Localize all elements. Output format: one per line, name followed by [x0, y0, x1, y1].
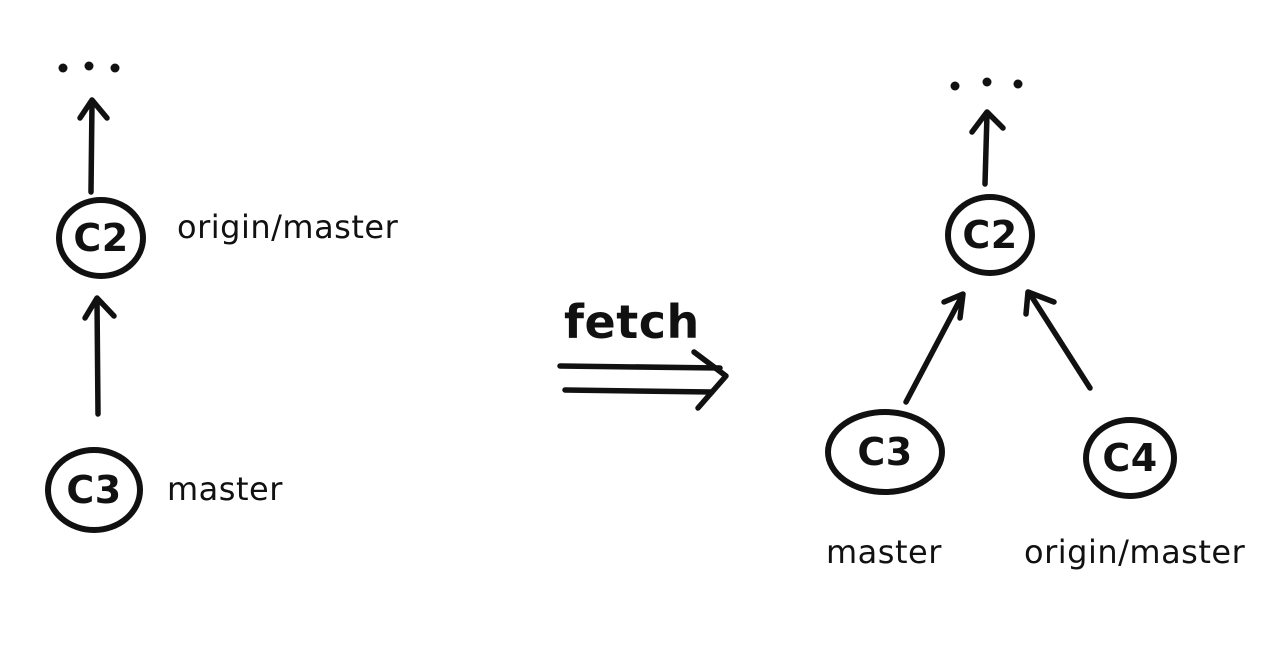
fetch-operation: fetch [557, 295, 729, 411]
before-label-origin-master: origin/master [177, 208, 399, 246]
after-label-origin-master: origin/master [1024, 533, 1246, 571]
before-node-c2-id: C2 [73, 216, 128, 260]
fetch-double-arrow [557, 349, 729, 411]
before-node-c3-id: C3 [66, 468, 121, 512]
after-node-c3: C3 [825, 409, 945, 495]
before-ellipsis [58, 61, 120, 73]
after-node-c4-id: C4 [1102, 436, 1157, 480]
fetch-label: fetch [564, 295, 700, 349]
after-arrow-c4-to-c2 [1023, 289, 1093, 391]
after-arrow-c2-to-parent [969, 109, 1006, 187]
after-node-c2-id: C2 [962, 213, 1017, 257]
after-label-master: master [826, 533, 942, 571]
after-arrow-c3-to-c2 [903, 291, 966, 405]
after-node-c4: C4 [1083, 417, 1177, 499]
after-node-c2: C2 [945, 194, 1035, 276]
after-node-c3-id: C3 [857, 430, 912, 474]
before-graph: C2 origin/master C3 master [45, 61, 399, 533]
after-graph: C2 C3 master C4 origin/master [825, 77, 1246, 571]
before-arrow-c3-to-c2 [82, 295, 117, 417]
before-arrow-c2-to-parent [77, 97, 110, 195]
before-node-c3: C3 [45, 447, 143, 533]
after-ellipsis [950, 77, 1023, 91]
before-node-c2: C2 [56, 197, 146, 279]
before-label-master: master [167, 470, 283, 508]
